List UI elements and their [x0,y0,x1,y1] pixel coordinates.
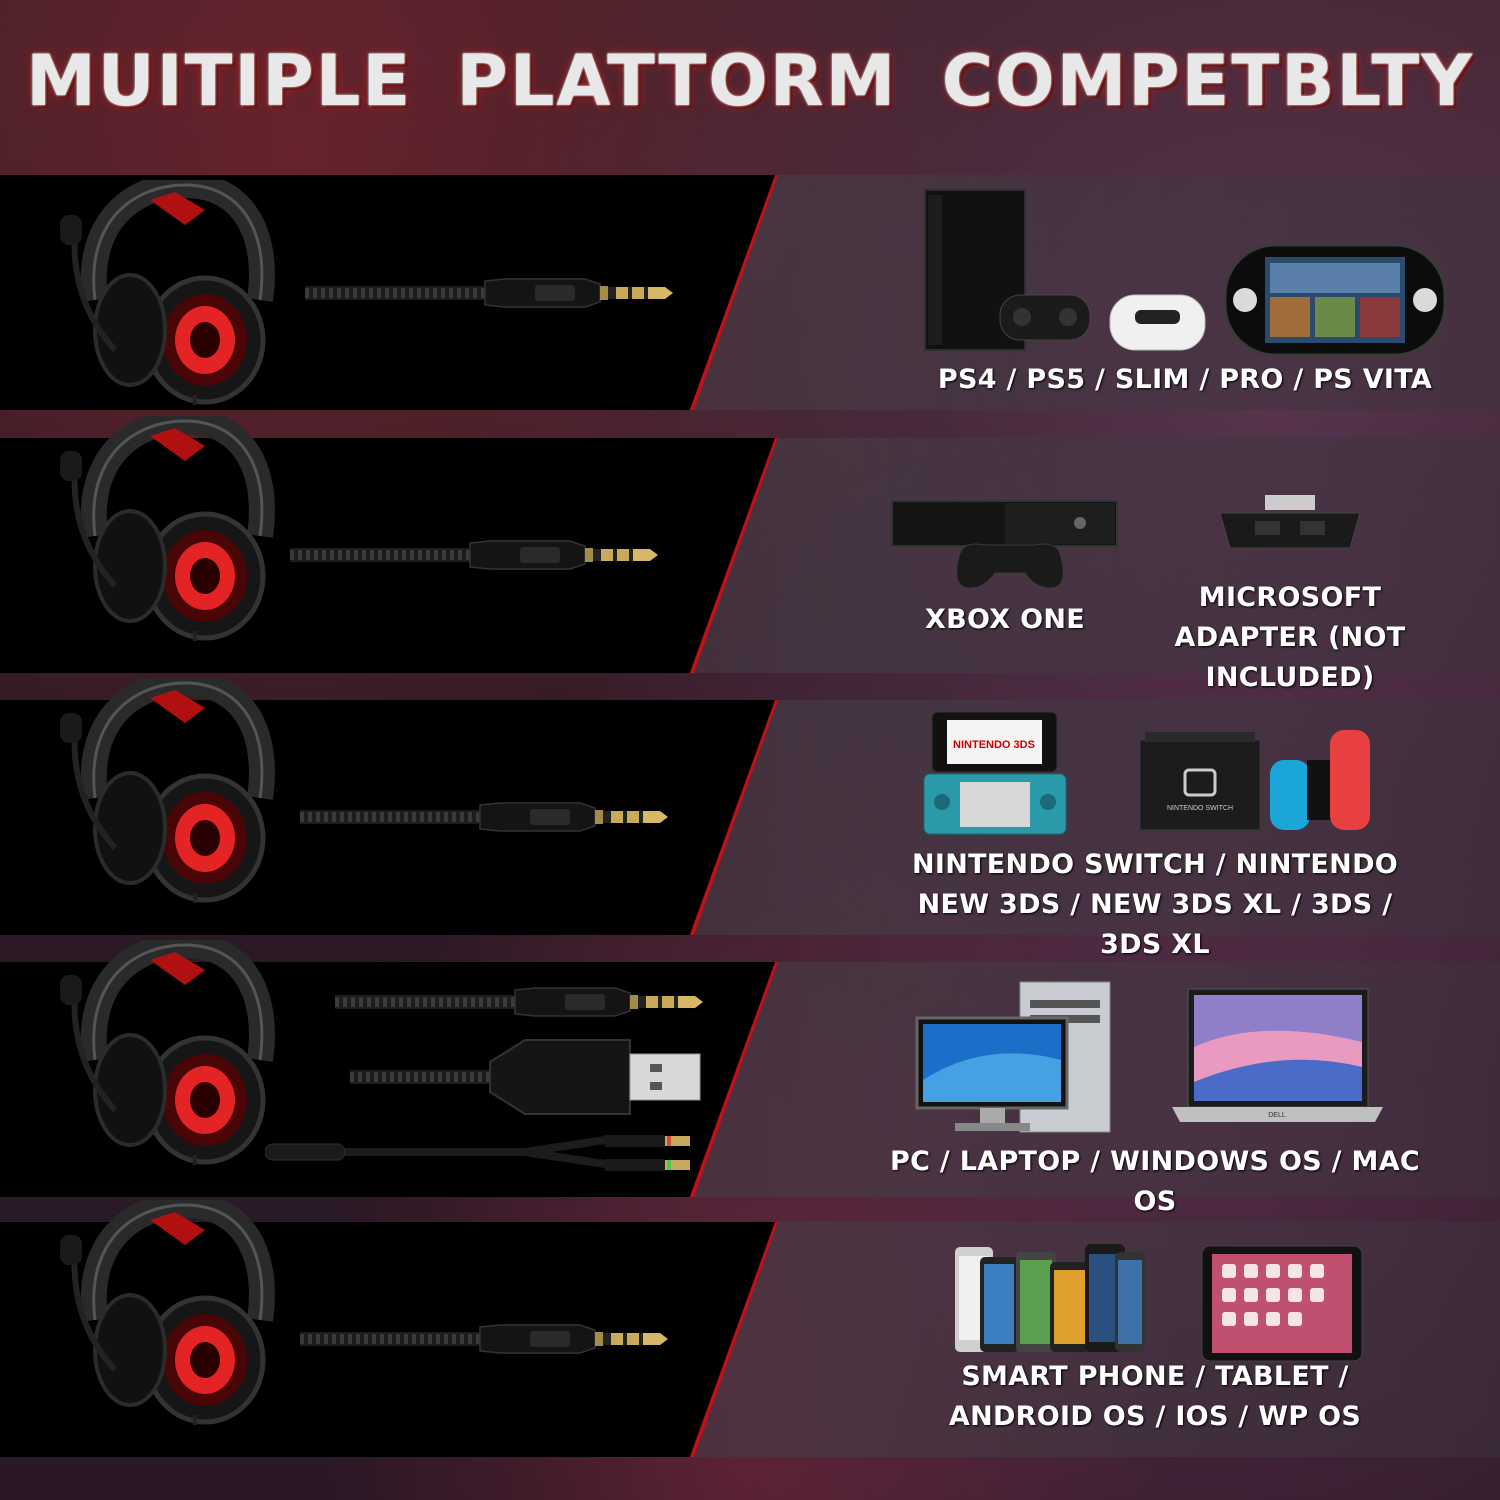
laptop-icon: DELL [1172,988,1383,1122]
nintendo-switch-icon: NINTENDO SWITCH [1139,730,1370,831]
platform-label: NINTENDO SWITCH / NINTENDO NEW 3DS / NEW… [911,849,1399,960]
platform-label-adapter: MICROSOFT ADAPTER (NOT INCLUDED) [1174,582,1406,693]
platform-row-nintendo: NINTENDO 3DS NINTENDO SWITCH NINTENDO SW… [0,700,1500,960]
microsoft-adapter-icon [1219,495,1361,549]
platform-row-mobile: SMART PHONE / TABLET / ANDROID OS / IOS … [0,1222,1500,1457]
usb-plug-icon [350,1039,701,1115]
platform-label: SMART PHONE / TABLET / ANDROID OS / IOS … [948,1361,1362,1432]
headset-icon [55,678,275,903]
audio-jack-icon [300,797,680,837]
platform-row-xbox: XBOX ONE MICROSOFT ADAPTER (NOT INCLUDED… [0,438,1500,693]
dell-logo: DELL [1268,1112,1286,1119]
headset-icon [55,940,275,1165]
audio-jack-icon [305,273,685,313]
headset-icon [55,180,275,405]
tablet-icon [1201,1245,1363,1362]
nintendo-3ds-icon: NINTENDO 3DS [923,712,1067,835]
splitter-cable-icon [265,1135,690,1171]
page-title: MUITIPLE PLATTORM COMPETBLTY [26,40,1474,122]
headset-icon [55,416,275,641]
audio-jack-icon [335,982,715,1022]
ds-logo: NINTENDO 3DS [953,739,1035,751]
audio-jack-icon [300,1319,680,1359]
switch-logo: NINTENDO SWITCH [1167,805,1233,812]
platform-row-pc: DELL PC / LAPTOP / WINDOWS OS / MAC OS [0,962,1500,1217]
platform-row-playstation: PS4 / PS5 / SLIM / PRO / PS VITA [0,175,1500,410]
desktop-pc-icon [915,981,1111,1133]
platform-label: PC / LAPTOP / WINDOWS OS / MAC OS [889,1146,1421,1217]
smartphones-icon [955,1244,1145,1352]
platform-label-xbox: XBOX ONE [925,604,1085,635]
playstation-devices-icon [924,189,1447,357]
platform-label: PS4 / PS5 / SLIM / PRO / PS VITA [937,364,1433,395]
xbox-one-icon [891,500,1118,589]
headset-icon [55,1200,275,1425]
audio-jack-icon [290,535,670,575]
